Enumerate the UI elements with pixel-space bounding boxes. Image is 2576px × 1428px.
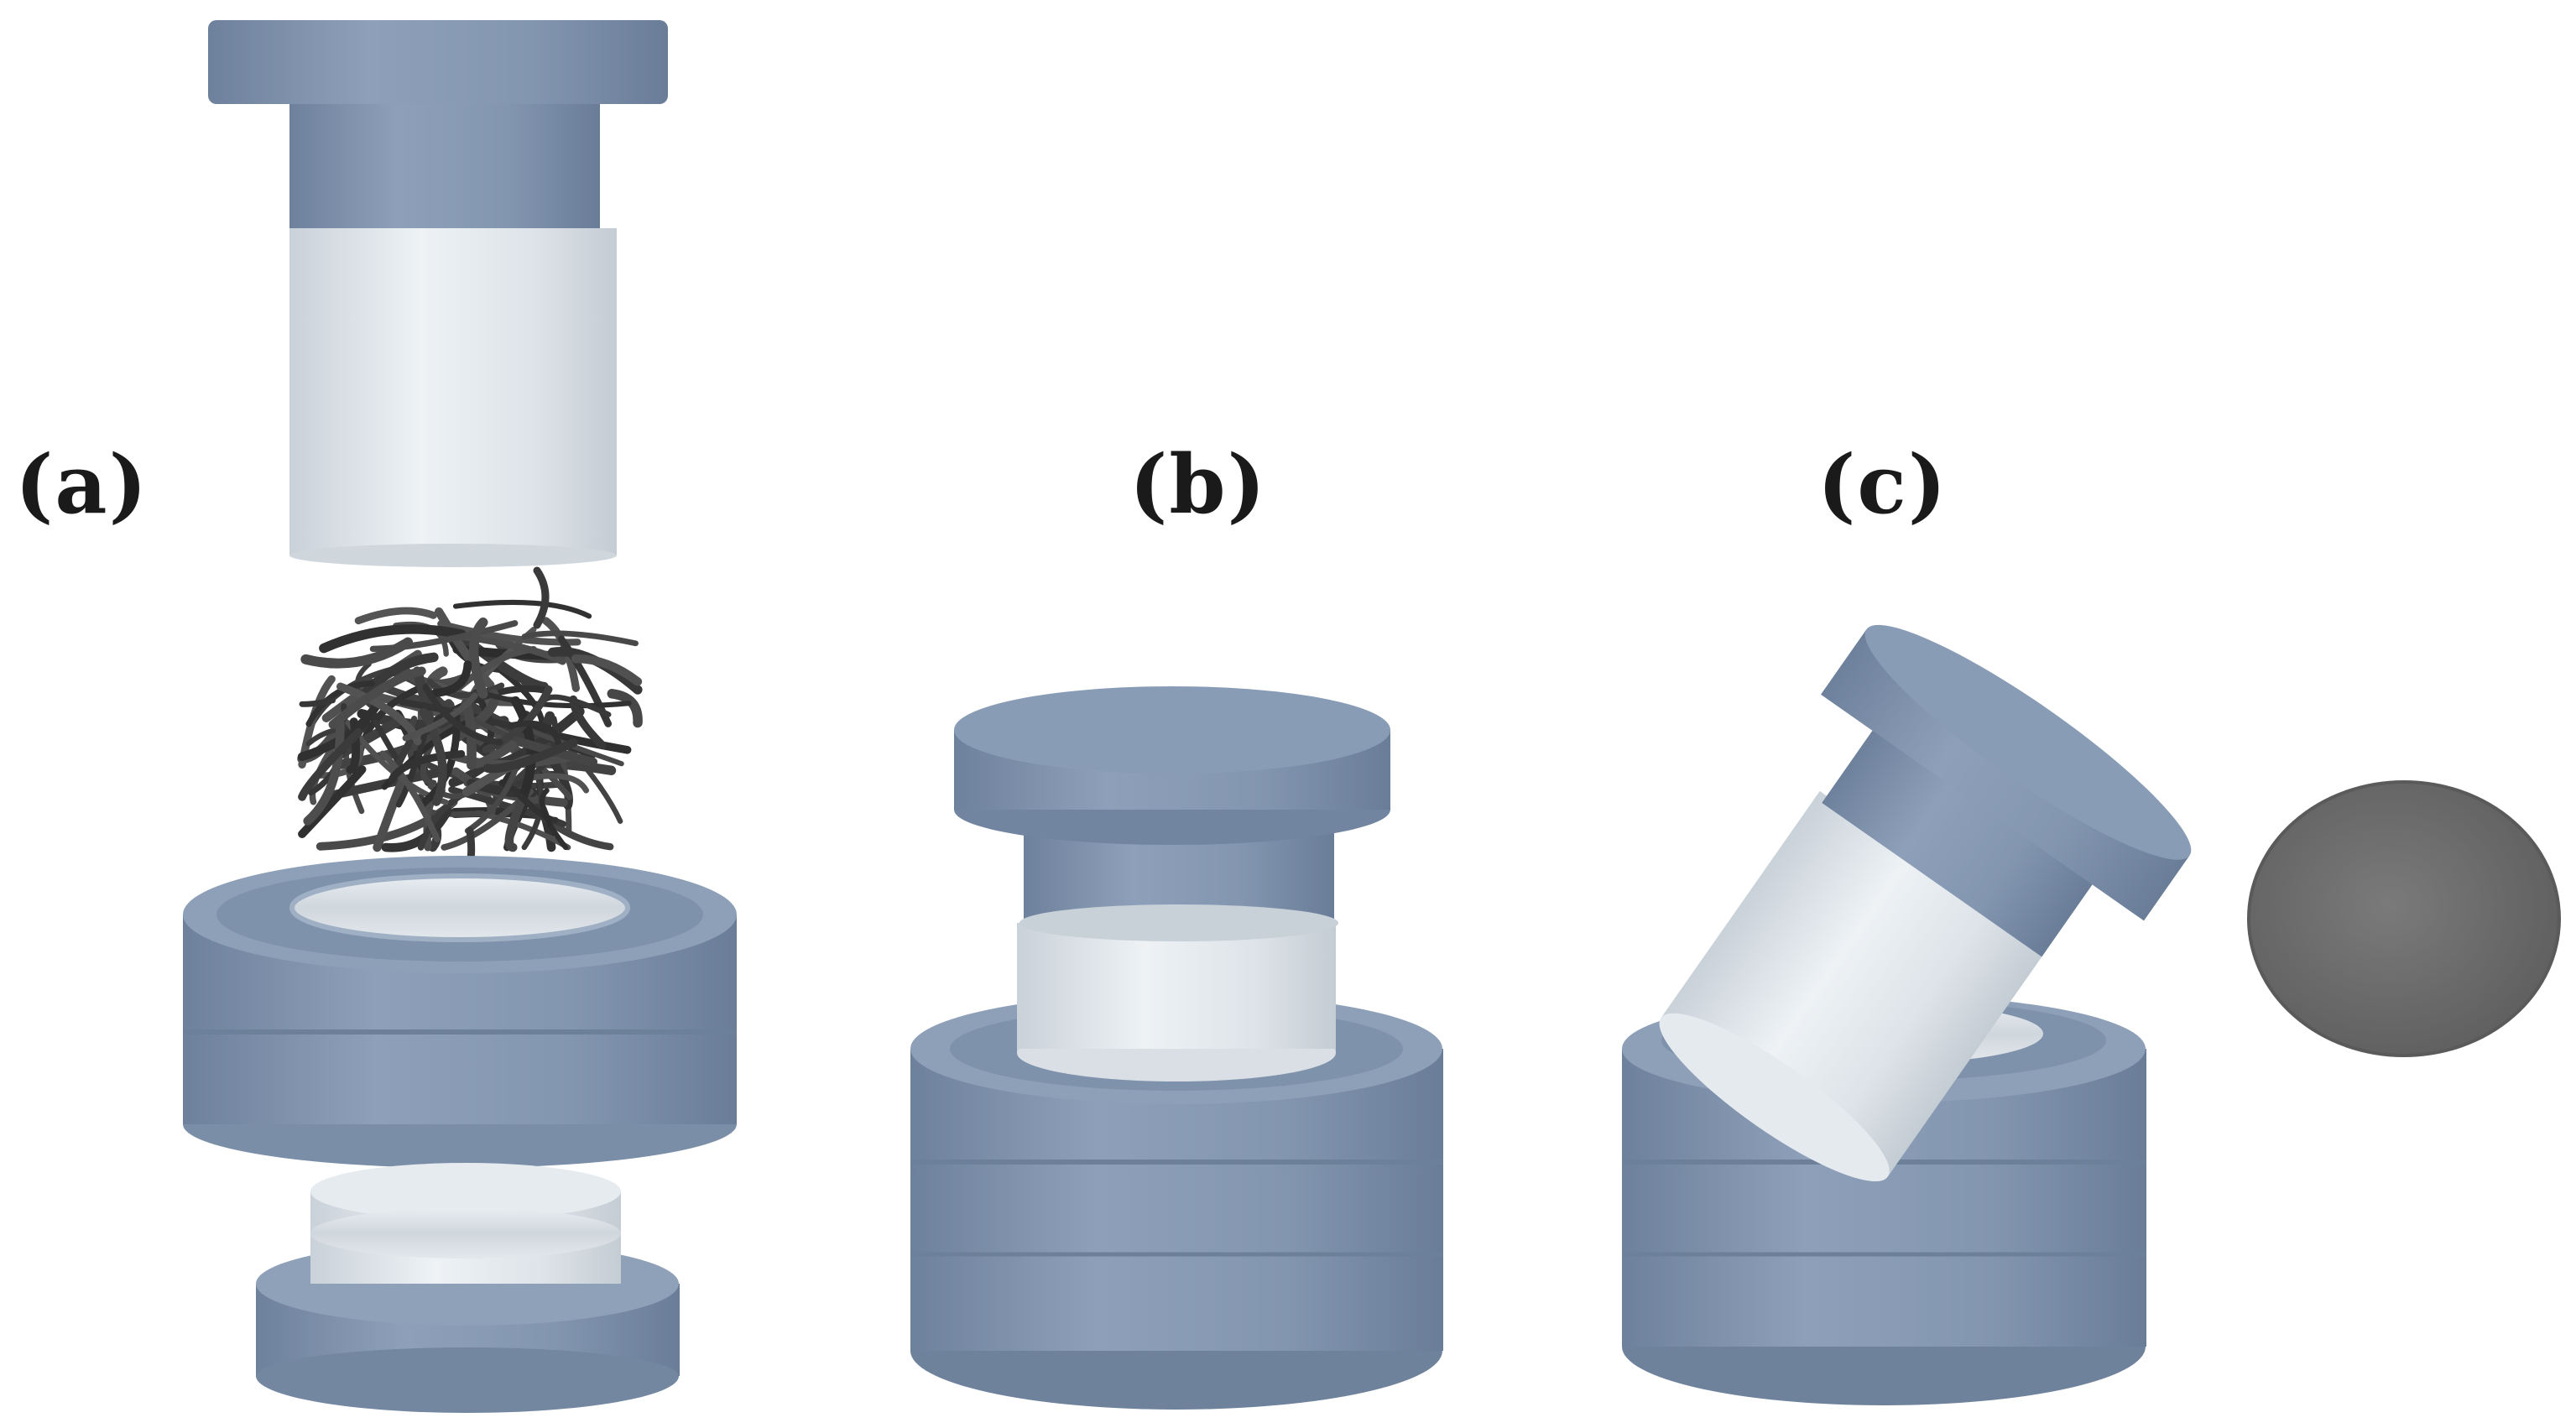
fiber-strand [571, 654, 643, 686]
fiber-strand [303, 717, 345, 826]
fiber-strand [379, 750, 441, 842]
tilted-punch-c [1659, 624, 2192, 1182]
fiber-strand [373, 779, 406, 852]
pressed-fiber-disc [2249, 782, 2559, 1055]
fiber-strand [395, 723, 430, 808]
panel-b [910, 686, 1443, 1410]
fiber-strand [305, 680, 375, 727]
punch-neck-a [289, 104, 600, 230]
fiber-strand [300, 637, 414, 669]
fiber-strand [419, 707, 447, 806]
fiber-strand [430, 660, 472, 697]
fiber-strand [361, 652, 439, 698]
punch-body-a [289, 228, 617, 555]
fiber-strand [388, 750, 466, 784]
stray-strand-top [533, 566, 550, 629]
fiber-strand [335, 716, 404, 759]
panel-label-b: (b) [1129, 437, 1267, 532]
fiber-strand [346, 717, 361, 774]
fiber-strand [328, 666, 426, 729]
fiber-strand [422, 684, 503, 746]
punch-bottom-a [289, 544, 617, 567]
upper-punch-a [208, 20, 668, 567]
panel-label-a: (a) [15, 437, 149, 532]
fiber-strand [298, 727, 363, 801]
fiber-strand [509, 785, 559, 824]
die-bore-a [292, 876, 628, 940]
panel-label-c: (c) [1817, 437, 1948, 532]
panel-c [1622, 624, 2561, 1405]
fiber-strand [297, 700, 382, 762]
fiber-strand [369, 620, 519, 653]
fiber-strand [468, 618, 488, 699]
fiber-strand [482, 691, 632, 709]
punch-head-a [208, 20, 668, 104]
fiber-strand [509, 720, 562, 750]
fiber-strand [482, 738, 578, 774]
fiber-strand [539, 788, 569, 851]
panel-a [183, 20, 737, 1413]
fiber-strand [521, 630, 639, 647]
fiber-strand [569, 695, 607, 750]
fiber-strand [607, 689, 643, 728]
fiber-strand [319, 624, 467, 654]
fiber-strand [504, 795, 527, 852]
lower-punch-a [256, 1163, 680, 1413]
fiber-strand [496, 666, 546, 730]
fiber-strand [452, 599, 592, 619]
punch-head-top-b [954, 686, 1390, 774]
fiber-strand [354, 607, 437, 625]
upper-punch-b [954, 686, 1390, 1081]
fiber-strand [298, 765, 367, 838]
die-ring-a [183, 856, 737, 1168]
fiber-strand [299, 697, 336, 707]
fiber-bundle [297, 566, 643, 885]
fiber-strand [529, 773, 590, 794]
fiber-strand [516, 737, 598, 767]
fiber-strand [543, 694, 612, 717]
